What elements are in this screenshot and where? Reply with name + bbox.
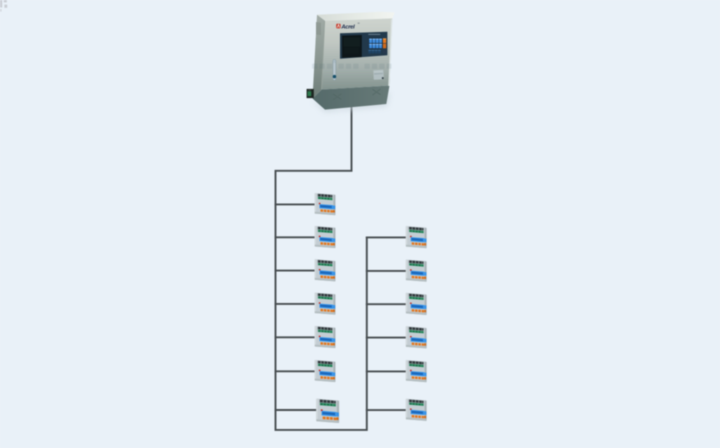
svg-text:Acrel: Acrel (340, 24, 355, 30)
